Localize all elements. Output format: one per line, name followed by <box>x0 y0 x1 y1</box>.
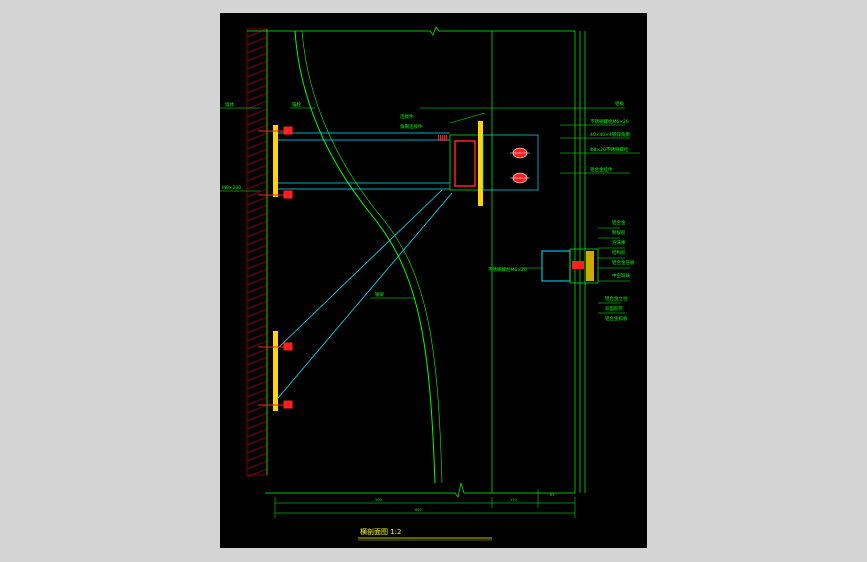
hatch-line <box>246 284 268 294</box>
label-lower-1: 耐候胶 <box>612 229 626 236</box>
anchor-bolts <box>258 126 293 409</box>
hatch-line <box>246 236 268 246</box>
hatch-line <box>246 380 268 390</box>
hatch-line <box>246 252 268 262</box>
label-mullion: 不锈钢螺栓M6×20 <box>488 266 527 273</box>
label-right-4: 铝合金挂件 <box>590 166 613 173</box>
hatch-line <box>246 428 268 438</box>
section-drawing: 墙体 锚栓 M8×200 钢梁 连接件 角钢连接件 铝板 不锈钢螺栓M6×20 … <box>220 26 640 541</box>
label-lower-5: 中空玻璃 <box>612 272 630 279</box>
label-connector-top: 连接件 <box>400 113 414 120</box>
hatch-line <box>246 212 268 222</box>
hatch-line <box>246 124 268 134</box>
hatch-line <box>246 140 268 150</box>
label-bolt-lower: M8×200 <box>222 185 241 191</box>
label-wall-top: 墙体 <box>225 101 234 108</box>
frame-lines <box>247 26 586 498</box>
hatch-line <box>246 292 268 302</box>
hatch-line <box>246 244 268 254</box>
drawing-title: 横剖面图 1:2 <box>360 527 402 536</box>
hatch-line <box>246 444 268 454</box>
hatch-line <box>246 404 268 414</box>
hatch-line <box>246 364 268 374</box>
curve-profile <box>294 30 436 484</box>
hatch-line <box>246 204 268 214</box>
hatch-line <box>246 116 268 126</box>
hatch-line <box>246 356 268 366</box>
label-right-1: 不锈钢螺栓M6×20 <box>590 118 629 125</box>
hatch-line <box>246 228 268 238</box>
label-lower-4: 铝合金压板 <box>612 259 635 266</box>
hatch-line <box>246 52 268 62</box>
hatch-line <box>246 148 268 158</box>
hatch-line <box>246 84 268 94</box>
hatch-line <box>246 156 268 166</box>
hatch-line <box>246 220 268 230</box>
curve-profile-inner <box>301 30 443 484</box>
hatch-line <box>246 164 268 174</box>
label-right-top: 铝板 <box>615 100 624 107</box>
hatch-line <box>246 460 268 470</box>
hatch-line <box>246 60 268 70</box>
hatch-line <box>246 420 268 430</box>
hatch-line <box>246 316 268 326</box>
label-lower-7: 双面胶带 <box>605 305 623 312</box>
hatch-line <box>246 28 268 38</box>
hatch-line <box>246 372 268 382</box>
label-right-2: 40×40×4镀锌角钢 <box>590 131 630 138</box>
label-lower-2: 泡沫棒 <box>612 239 626 246</box>
label-lower-top: 铝合金 <box>612 219 626 226</box>
hatch-line <box>246 468 268 478</box>
dim-mid: 170 <box>510 498 517 502</box>
hatch-line <box>246 92 268 102</box>
hatch-line <box>246 132 268 142</box>
hatch-line <box>246 412 268 422</box>
leader-lines <box>220 107 640 314</box>
hatch-line <box>246 324 268 334</box>
mullion-detail <box>541 248 599 284</box>
hatch-line <box>246 100 268 110</box>
label-lower-8: 铝合金扣板 <box>605 315 628 322</box>
hatch-line <box>246 340 268 350</box>
hatch-line <box>246 276 268 286</box>
hatch-line <box>246 452 268 462</box>
hatch-line <box>246 388 268 398</box>
label-right-3: Φ8×20不锈钢螺栓 <box>590 146 629 153</box>
label-lower-3: 结构胶 <box>612 249 626 256</box>
hatch-line <box>246 308 268 318</box>
hatch-line <box>246 36 268 46</box>
label-brace: 钢梁 <box>375 291 384 298</box>
hatch-line <box>246 260 268 270</box>
wall-plates <box>273 125 278 411</box>
hatch-line <box>246 268 268 278</box>
hatch-line <box>246 436 268 446</box>
label-connector-sub: 角钢连接件 <box>400 123 423 130</box>
hatch-line <box>246 172 268 182</box>
label-lower-6: 铝合金立柱 <box>605 295 628 302</box>
hatch-line <box>246 44 268 54</box>
hatch-line <box>246 108 268 118</box>
dim-left: 500 <box>375 498 382 502</box>
drawing-sheet: 墙体 锚栓 M8×200 钢梁 连接件 角钢连接件 铝板 不锈钢螺栓M6×20 … <box>220 13 647 548</box>
dim-overall: 850 <box>415 508 422 512</box>
hatch-line <box>246 68 268 78</box>
hatch-line <box>246 348 268 358</box>
hatch-line <box>246 396 268 406</box>
dim-right: 65 <box>550 493 554 497</box>
hatch-line <box>246 332 268 342</box>
steel-beam <box>274 132 453 408</box>
dimension-lines <box>274 489 576 518</box>
connector-bolts <box>510 147 530 184</box>
hatch-line <box>246 76 268 86</box>
connector-bracket <box>438 121 539 206</box>
label-bolt-upper: 锚栓 <box>292 101 301 108</box>
hatch-line <box>246 196 268 206</box>
hatch-line <box>246 300 268 310</box>
concrete-wall-hatch <box>246 28 268 478</box>
hatch-line <box>246 180 268 190</box>
hatch-line <box>246 188 268 198</box>
